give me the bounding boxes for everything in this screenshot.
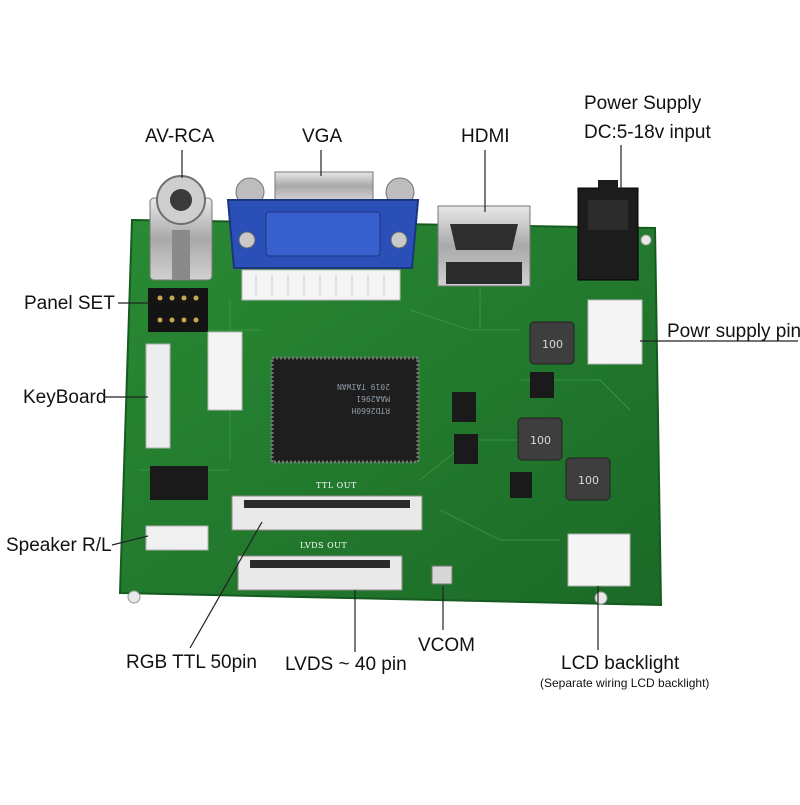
inductor: 100	[529, 321, 575, 365]
lcd-backlight-connector	[567, 533, 631, 587]
vcom-potentiometer	[431, 565, 453, 585]
white-header-connector	[241, 269, 401, 301]
power-jack	[577, 180, 639, 281]
chip-marking-3: 2019 TAIWAN	[337, 382, 390, 391]
label-vga: VGA	[302, 126, 343, 147]
label-rgb-ttl: RGB TTL 50pin	[126, 652, 257, 673]
label-av-rca: AV-RCA	[145, 126, 215, 147]
av-rca-connector	[149, 175, 213, 281]
power-supply-pin-header	[587, 299, 643, 365]
callout-lines	[104, 145, 798, 652]
label-keyboard: KeyBoard	[23, 387, 107, 408]
ic-chip	[454, 434, 478, 464]
label-panel-set: Panel SET	[24, 293, 115, 314]
hdmi-connector	[437, 205, 531, 287]
inductor-label: 100	[542, 338, 563, 351]
main-processor-chip: RTD2660H MAA2961 2019 TAIWAN	[270, 356, 420, 464]
label-lcd-backlight: LCD backlight	[561, 653, 680, 674]
inductor-label: 100	[578, 474, 599, 487]
mounting-hole	[127, 590, 141, 604]
mounting-hole	[594, 591, 608, 605]
white-4pin-connector	[207, 331, 243, 411]
inductor: 100	[565, 457, 611, 501]
inductor-label: 100	[530, 434, 551, 447]
label-lcd-backlight-note: (Separate wiring LCD backlight)	[540, 676, 710, 690]
silkscreen-lvds-out: LVDS OUT	[300, 541, 347, 550]
mounting-hole	[640, 234, 652, 246]
speaker-connector	[145, 525, 209, 551]
label-power-supply: Power Supply	[584, 93, 702, 114]
vga-connector	[226, 171, 420, 269]
ic-chip	[530, 372, 554, 398]
panel-set-jumpers	[148, 288, 208, 332]
label-power-supply-spec: DC:5-18v input	[584, 122, 711, 143]
chip-marking-2: MAA2961	[356, 394, 390, 403]
inductor: 100	[517, 417, 563, 461]
keyboard-connector	[145, 343, 171, 449]
label-speaker: Speaker R/L	[6, 535, 112, 556]
ic-chip	[150, 466, 208, 500]
label-power-supply-pin: Powr supply pin	[667, 321, 800, 342]
ic-chip	[510, 472, 532, 498]
label-vcom: VCOM	[418, 635, 475, 656]
chip-marking-1: RTD2660H	[351, 406, 390, 415]
label-lvds: LVDS ~ 40 pin	[285, 654, 407, 675]
label-hdmi: HDMI	[461, 126, 510, 147]
ic-chip	[452, 392, 476, 422]
silkscreen-ttl-out: TTL OUT	[316, 481, 357, 490]
